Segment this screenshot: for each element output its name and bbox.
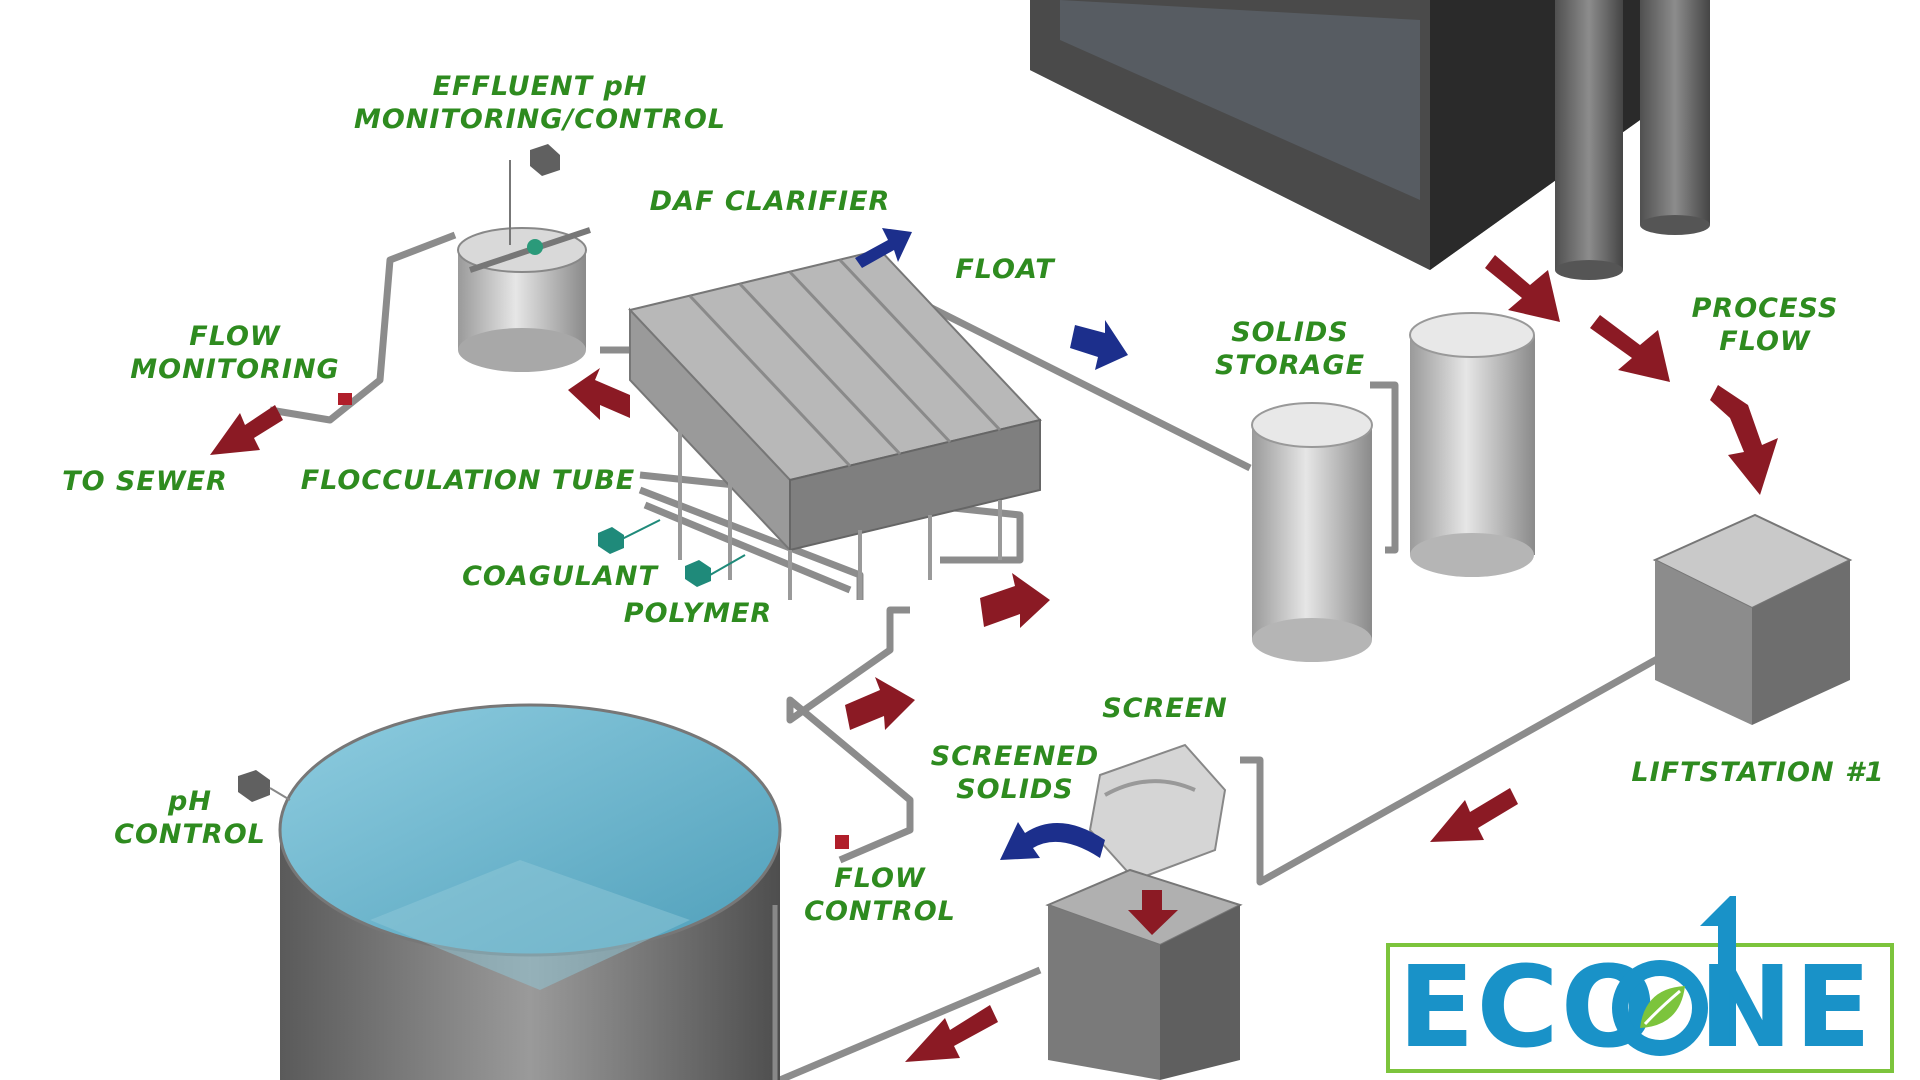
label-flow-monitoring: FLOW MONITORING xyxy=(130,321,340,385)
flow-arrow-2 xyxy=(1590,315,1670,382)
flow-arrow-4 xyxy=(1430,788,1518,842)
label-coagulant: COAGULANT xyxy=(462,561,658,592)
factory-building xyxy=(1030,0,1660,270)
flow-arrow-6 xyxy=(980,573,1050,628)
flow-control-valve xyxy=(835,835,849,849)
screened-solids-box xyxy=(1045,868,1243,1080)
process-flow-arrows xyxy=(210,255,1778,1062)
solids-storage-tanks xyxy=(1251,312,1535,662)
flow-arrow-10 xyxy=(1128,890,1178,935)
label-flow-control: FLOW CONTROL xyxy=(804,863,956,927)
flow-meter-valve xyxy=(338,393,352,405)
float-arrows xyxy=(855,228,1128,860)
screened-solids-arrow xyxy=(1000,822,1105,860)
label-flocculation-tube: FLOCCULATION TUBE xyxy=(300,465,636,496)
leaf-icon xyxy=(1612,960,1708,1056)
polymer-feed xyxy=(685,554,746,587)
label-screen: SCREEN xyxy=(1102,693,1228,724)
label-process-flow: PROCESS FLOW xyxy=(1691,293,1839,357)
screen-unit xyxy=(1088,743,1227,882)
flow-arrow-9 xyxy=(210,405,283,455)
flow-arrow-8 xyxy=(568,368,630,420)
label-effluent-ph: EFFLUENT pH MONITORING/CONTROL xyxy=(353,71,727,135)
label-polymer: POLYMER xyxy=(623,598,773,629)
equalization-tank xyxy=(278,703,782,1080)
effluent-ph-tank xyxy=(457,144,591,372)
daf-clarifier xyxy=(628,248,1042,600)
coagulant-feed xyxy=(598,519,661,554)
flow-arrow-7 xyxy=(845,677,915,730)
ph-control-sensor xyxy=(238,770,291,802)
label-screened-solids: SCREENED SOLIDS xyxy=(930,741,1100,805)
float-arrow-1 xyxy=(855,228,912,268)
label-float: FLOAT xyxy=(955,254,1055,285)
label-liftstation: LIFTSTATION #1 xyxy=(1631,757,1885,788)
label-to-sewer: TO SEWER xyxy=(62,466,228,497)
factory-silos xyxy=(1555,0,1710,280)
label-daf-clarifier: DAF CLARIFIER xyxy=(649,186,891,217)
float-arrow-2 xyxy=(1070,320,1128,370)
liftstation-box xyxy=(1652,513,1853,725)
flow-arrow-1 xyxy=(1485,255,1560,322)
label-solids-storage: SOLIDS STORAGE xyxy=(1214,317,1366,381)
flow-arrow-5 xyxy=(905,1005,998,1062)
label-ph-control: pH CONTROL xyxy=(114,786,266,850)
logo-one-stroke xyxy=(1700,896,1736,1046)
flow-arrow-3 xyxy=(1710,385,1778,495)
